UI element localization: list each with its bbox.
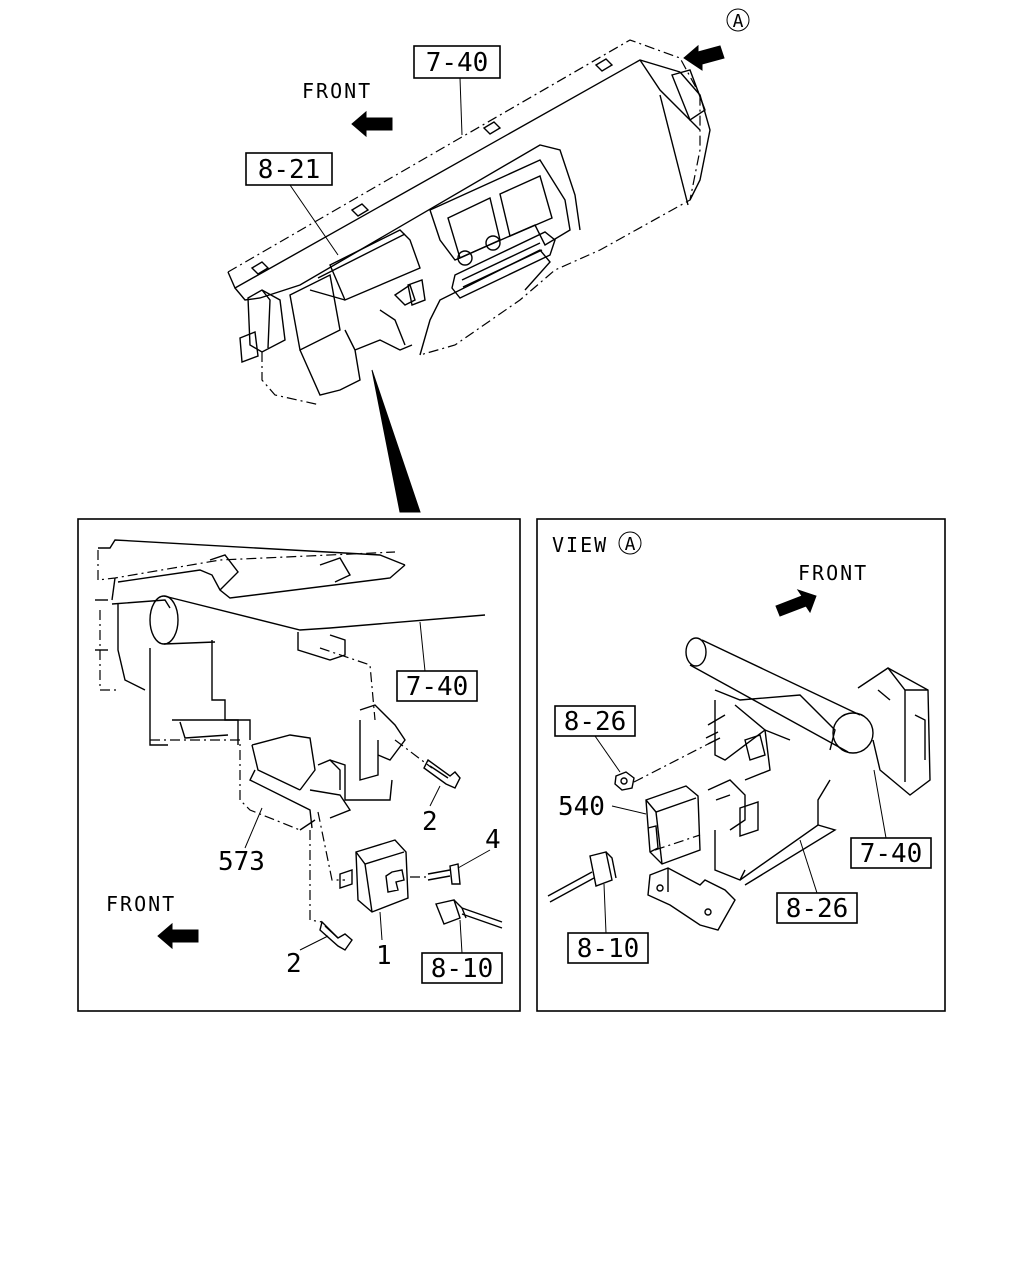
view-label-marker: A [625, 534, 636, 555]
svg-text:7-40: 7-40 [860, 839, 923, 869]
view-a-circle [726, 8, 750, 32]
part-number-1: 1 [376, 941, 392, 971]
svg-text:8-10: 8-10 [431, 954, 494, 984]
part-number-573: 573 [218, 847, 265, 877]
part-number-540: 540 [558, 792, 605, 822]
svg-text:8-26: 8-26 [786, 894, 849, 924]
part-number-2-upper: 2 [422, 807, 438, 837]
part-number-2-lower: 2 [286, 949, 302, 979]
front-arrow-right [775, 589, 817, 617]
right-bracket-assembly [547, 637, 931, 931]
right-detail-panel [536, 518, 946, 1012]
callout-8-26-upper: 8-26 [554, 705, 636, 773]
view-a-marker: A [733, 11, 744, 32]
part-number-4: 4 [485, 825, 501, 855]
view-label: VIEW [552, 533, 608, 557]
callout-8-21-top: 8-21 [245, 152, 339, 256]
view-a-arrow [683, 44, 725, 71]
callout-8-10-left: 8-10 [421, 919, 503, 984]
svg-text:7-40: 7-40 [406, 672, 469, 702]
svg-text:7-40: 7-40 [426, 48, 489, 78]
front-arrow-left [157, 922, 199, 950]
callout-8-26-lower: 8-26 [776, 839, 858, 924]
callout-7-40-left: 7-40 [396, 621, 478, 702]
svg-text:8-21: 8-21 [258, 155, 321, 185]
svg-text:8-26: 8-26 [564, 707, 627, 737]
front-label-top: FRONT [302, 79, 372, 103]
front-arrow-top [351, 110, 393, 138]
callout-8-10-right: 8-10 [567, 883, 649, 964]
left-detail-panel [77, 518, 521, 1012]
front-label-right: FRONT [798, 561, 868, 585]
callout-7-40-top: 7-40 [413, 45, 501, 136]
front-label-left: FRONT [106, 892, 176, 916]
detail-pointer [371, 369, 421, 513]
svg-text:8-10: 8-10 [577, 934, 640, 964]
callout-7-40-right: 7-40 [850, 769, 932, 869]
dashboard-assembly [227, 39, 711, 406]
left-bracket-assembly [95, 539, 503, 951]
view-label-circle [618, 531, 642, 555]
